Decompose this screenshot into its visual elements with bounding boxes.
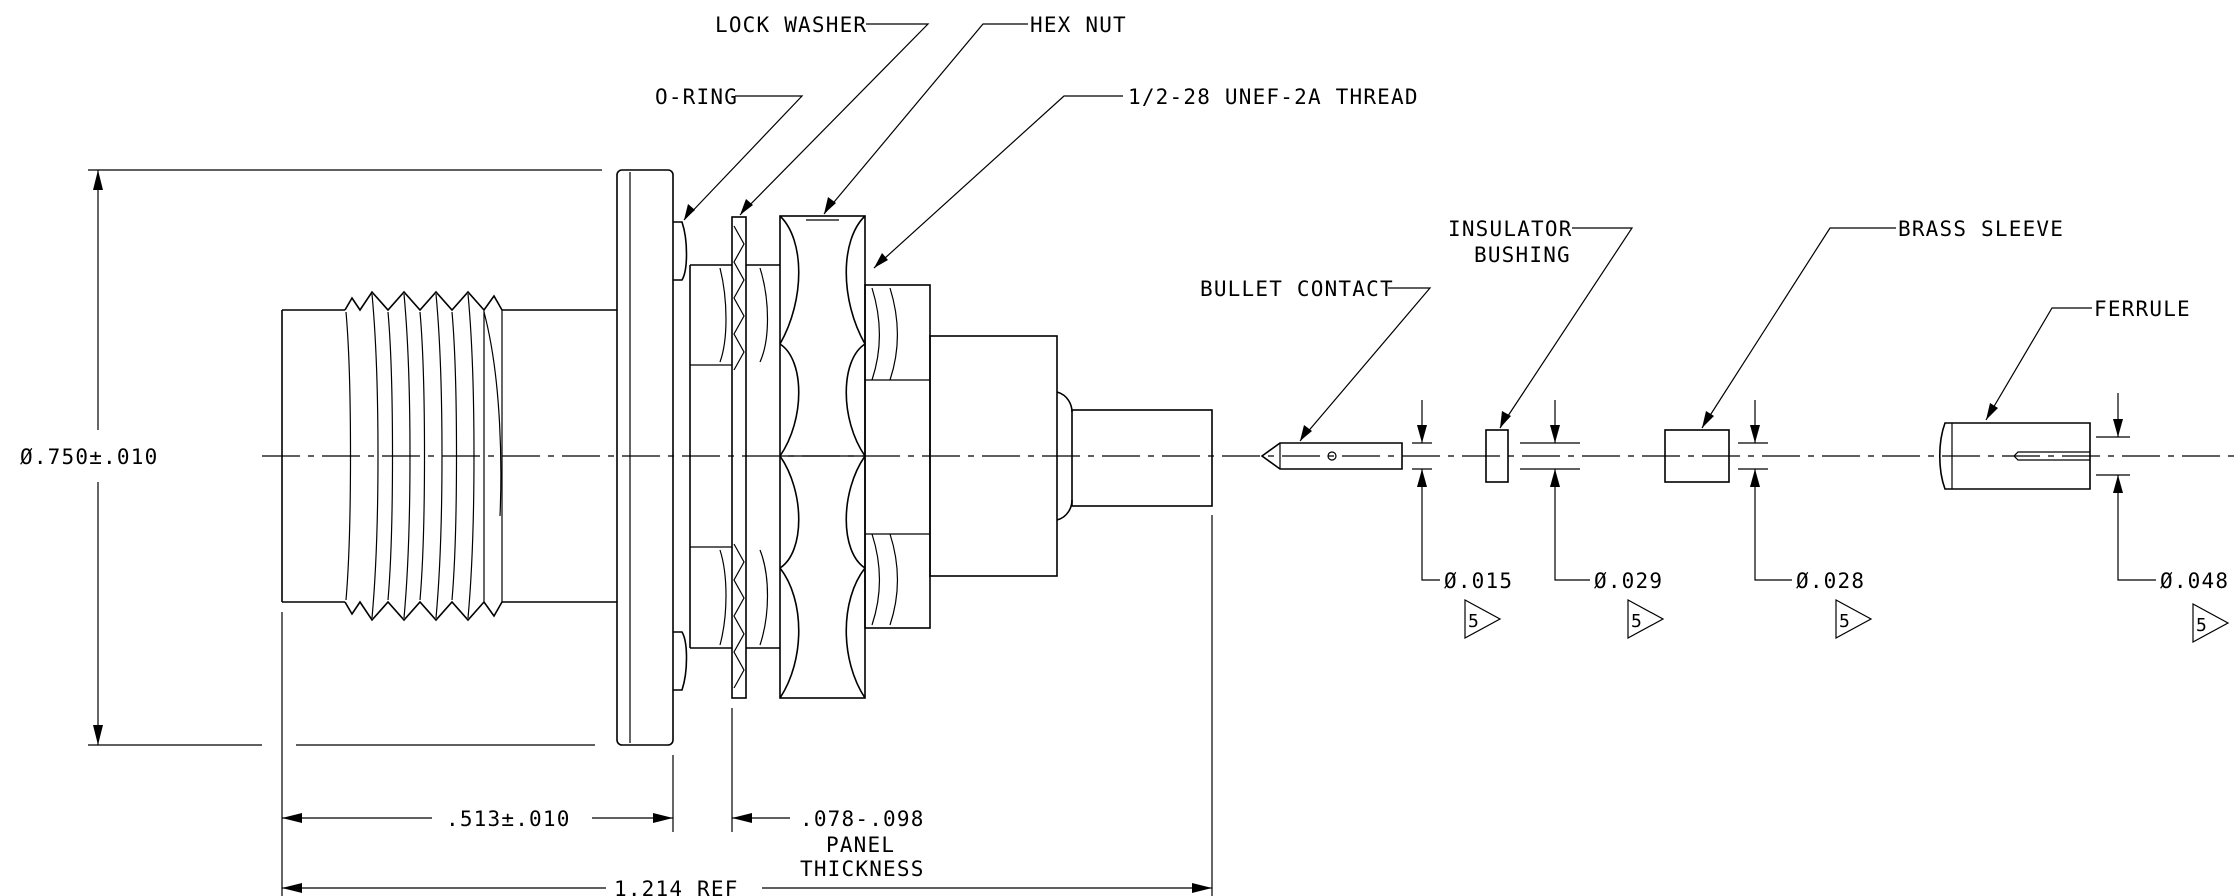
dim-flange-length: .513±.010: [446, 807, 571, 831]
dim-bushing-diameter: Ø.029: [1594, 569, 1663, 593]
ferrule-part: [1939, 422, 2091, 490]
label-hex-nut: HEX NUT: [1030, 13, 1127, 37]
dim-thickness-label: THICKNESS: [800, 857, 925, 881]
dim-overall-diameter: Ø.750±.010: [20, 445, 158, 469]
leader-lines: [683, 23, 2092, 442]
insulator-bushing-part: [1485, 429, 1509, 483]
label-bullet-contact: BULLET CONTACT: [1200, 277, 1394, 301]
label-bushing: BUSHING: [1474, 243, 1571, 267]
label-thread: 1/2-28 UNEF-2A THREAD: [1128, 85, 1419, 109]
label-brass-sleeve: BRASS SLEEVE: [1898, 217, 2064, 241]
dim-sleeve-diameter: Ø.028: [1796, 569, 1865, 593]
leader-arrowheads: [684, 197, 1998, 441]
flag-note-3: 5: [1839, 611, 1851, 632]
dim-ferrule-diameter: Ø.048: [2160, 569, 2229, 593]
label-insulator: INSULATOR: [1448, 217, 1573, 241]
dim-panel-label: PANEL: [826, 833, 895, 857]
flag-note-4: 5: [2196, 615, 2208, 636]
dim-overall-length: 1.214 REF: [614, 877, 739, 896]
dim-panel-thickness: .078-.098: [800, 807, 925, 831]
note-flags: [1464, 598, 2230, 644]
dimension-lines: [88, 169, 2156, 896]
label-ferrule: FERRULE: [2094, 297, 2191, 321]
brass-sleeve-part: [1664, 429, 1730, 483]
label-lock-washer: LOCK WASHER: [715, 13, 867, 37]
bullet-contact-part: [1260, 442, 1403, 470]
dim-contact-diameter: Ø.015: [1444, 569, 1513, 593]
flag-note-2: 5: [1631, 611, 1643, 632]
flag-note-1: 5: [1468, 611, 1480, 632]
connector-body: [281, 169, 1213, 746]
label-o-ring: O-RING: [655, 85, 738, 109]
